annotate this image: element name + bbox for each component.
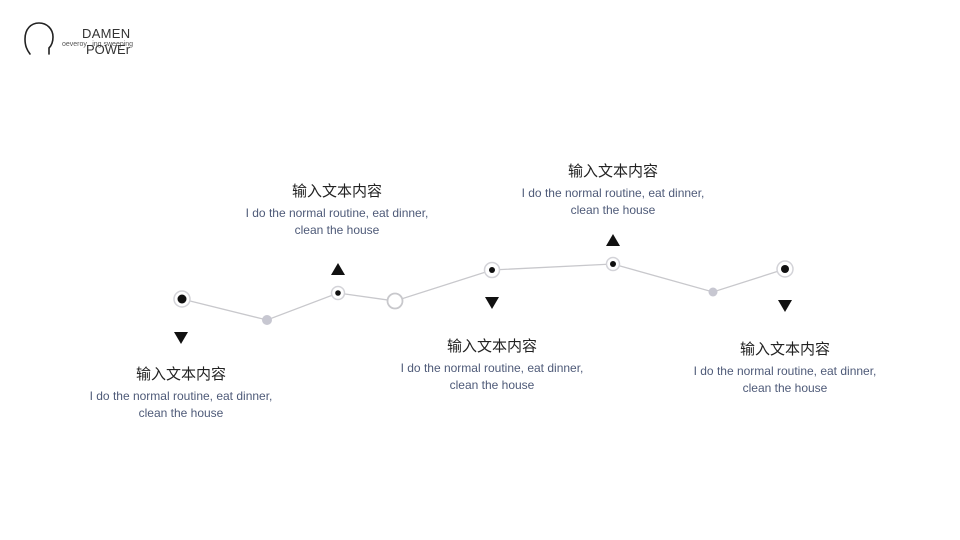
brand-logo bbox=[22, 20, 182, 64]
arrow-up-icon bbox=[331, 263, 345, 275]
caption-2: 输入文本内容 I do the normal routine, eat dinn… bbox=[217, 180, 457, 239]
caption-title: 输入文本内容 bbox=[739, 340, 830, 358]
caption-desc-line1: I do the normal routine, eat dinner, bbox=[521, 186, 705, 200]
brand-name: DAMEN bbox=[82, 26, 131, 41]
timeline-node-2 bbox=[330, 285, 346, 301]
timeline-node-5 bbox=[776, 260, 794, 278]
brand-tagline: oeveroy...ing sweeping bbox=[62, 41, 134, 48]
timeline-dot-1 bbox=[262, 315, 272, 325]
caption-desc-line1: I do the normal routine, eat dinner, bbox=[245, 206, 429, 220]
caption-desc-line2: clean the house bbox=[742, 381, 828, 395]
caption-desc-line1: I do the normal routine, eat dinner, bbox=[400, 361, 584, 375]
caption-title: 输入文本内容 bbox=[135, 365, 226, 383]
timeline-ring bbox=[386, 292, 404, 310]
timeline-dot-2 bbox=[708, 287, 718, 297]
caption-desc-line1: I do the normal routine, eat dinner, bbox=[693, 364, 877, 378]
caption-1: 输入文本内容 I do the normal routine, eat dinn… bbox=[61, 363, 301, 422]
timeline-node-1 bbox=[173, 290, 191, 308]
caption-3: 输入文本内容 I do the normal routine, eat dinn… bbox=[372, 335, 612, 394]
caption-desc-line1: I do the normal routine, eat dinner, bbox=[89, 389, 273, 403]
timeline-path bbox=[181, 263, 786, 321]
caption-desc-line2: clean the house bbox=[570, 203, 656, 217]
caption-5: 输入文本内容 I do the normal routine, eat dinn… bbox=[665, 338, 905, 397]
caption-title: 输入文本内容 bbox=[291, 182, 382, 200]
arrow-down-icon bbox=[174, 332, 188, 344]
caption-desc-line2: clean the house bbox=[294, 223, 380, 237]
arrow-down-icon bbox=[778, 300, 792, 312]
brand-name-line2: POWEr bbox=[86, 42, 131, 57]
caption-desc-line2: clean the house bbox=[449, 378, 535, 392]
timeline-node-3 bbox=[483, 261, 501, 279]
arrow-up-icon bbox=[606, 234, 620, 246]
timeline-node-4 bbox=[605, 256, 621, 272]
arrow-down-icon bbox=[485, 297, 499, 309]
caption-title: 输入文本内容 bbox=[567, 162, 658, 180]
head-silhouette-icon bbox=[24, 22, 54, 55]
caption-desc-line2: clean the house bbox=[138, 406, 224, 420]
caption-4: 输入文本内容 I do the normal routine, eat dinn… bbox=[493, 160, 733, 219]
caption-title: 输入文本内容 bbox=[446, 337, 537, 355]
